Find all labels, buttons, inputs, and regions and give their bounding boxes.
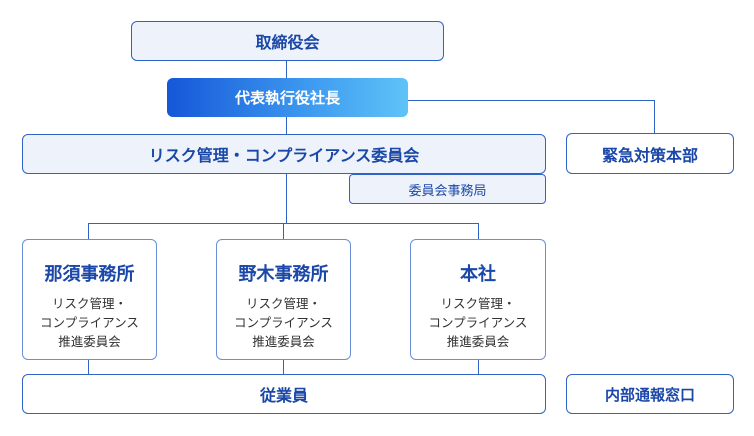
employees-label: 従業員 (259, 386, 308, 405)
connector-nasu (88, 223, 89, 239)
committee-secretariat-box: 委員会事務局 (349, 174, 546, 204)
office-nogi-committee: リスク管理・ コンプライアンス 推進委員会 (234, 296, 333, 349)
connector-nogi (283, 223, 284, 239)
connector-honsha (478, 223, 479, 239)
employees-box: 従業員 (22, 374, 546, 414)
office-nasu-title: 那須事務所 (44, 264, 135, 285)
office-nogi-title: 野木事務所 (238, 264, 329, 285)
whistleblowing-label: 内部通報窓口 (604, 385, 695, 404)
emergency-hq-box: 緊急対策本部 (566, 133, 734, 174)
connector-ceo-committee (286, 116, 287, 134)
office-nasu-committee: リスク管理・ コンプライアンス 推進委員会 (40, 296, 139, 349)
board-label: 取締役会 (255, 33, 320, 52)
connector-ceo-emergency-h (408, 100, 654, 101)
connector-nasu-employees (88, 359, 89, 374)
connector-committee-down (286, 173, 287, 223)
ceo-box: 代表執行役社長 (167, 78, 408, 117)
office-nasu-box: 那須事務所 リスク管理・ コンプライアンス 推進委員会 (22, 239, 157, 360)
office-nogi-box: 野木事務所 リスク管理・ コンプライアンス 推進委員会 (216, 239, 351, 360)
whistleblowing-box: 内部通報窓口 (566, 374, 734, 414)
risk-committee-label: リスク管理・コンプライアンス委員会 (148, 146, 420, 165)
connector-nogi-employees (283, 359, 284, 374)
office-honsha-title: 本社 (460, 264, 496, 285)
connector-honsha-employees (478, 359, 479, 374)
committee-secretariat-label: 委員会事務局 (408, 183, 487, 199)
emergency-hq-label: 緊急対策本部 (601, 145, 698, 165)
office-honsha-committee: リスク管理・ コンプライアンス 推進委員会 (428, 296, 528, 349)
connector-ceo-emergency-v (654, 100, 655, 133)
board-box: 取締役会 (131, 21, 444, 61)
risk-committee-box: リスク管理・コンプライアンス委員会 (22, 134, 546, 174)
ceo-label: 代表執行役社長 (234, 89, 340, 107)
office-honsha-box: 本社 リスク管理・ コンプライアンス 推進委員会 (410, 239, 546, 360)
connector-board-ceo (286, 60, 287, 78)
